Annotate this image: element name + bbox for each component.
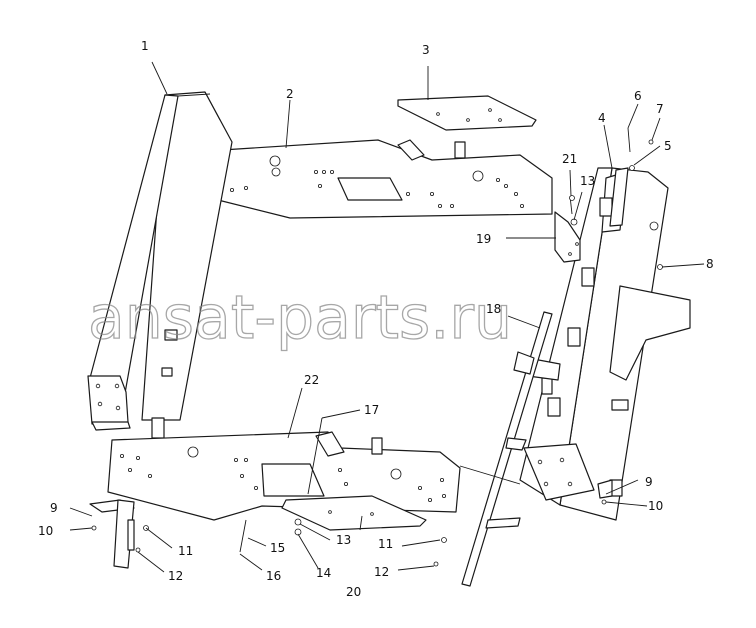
label-2: 2 (286, 87, 294, 101)
label-9-right: 9 (645, 475, 653, 489)
label-11-left: 11 (178, 544, 193, 558)
label-9-left: 9 (50, 501, 58, 515)
label-10-left: 10 (38, 524, 53, 538)
part-20-lower-plate (281, 495, 427, 531)
label-6: 6 (634, 89, 642, 103)
label-8: 8 (706, 257, 714, 271)
part-18-bar (461, 311, 553, 587)
label-11-right: 11 (378, 537, 393, 551)
callout-labels: 1 2 3 4 5 6 7 8 9 9 10 10 11 11 12 12 13… (38, 39, 714, 599)
label-7: 7 (656, 102, 664, 116)
part-1-left-beam (87, 91, 233, 439)
label-10-right: 10 (648, 499, 663, 513)
label-5: 5 (664, 139, 672, 153)
fasteners (91, 127, 663, 567)
leader-lines (69, 61, 705, 573)
label-12-right: 12 (374, 565, 389, 579)
label-20: 20 (346, 585, 361, 599)
part-5-plate (609, 167, 629, 227)
part-2-rear-plate (217, 139, 553, 219)
part-9-left-strip (89, 499, 135, 569)
label-3: 3 (422, 43, 430, 57)
label-13-bottom: 13 (336, 533, 351, 547)
label-19: 19 (476, 232, 491, 246)
part-9-right-strip (597, 479, 613, 499)
label-13-top: 13 (580, 174, 595, 188)
label-12-left: 12 (168, 569, 183, 583)
part-19-bracket (554, 211, 581, 263)
part-3-top-plate (397, 95, 537, 131)
label-21: 21 (562, 152, 577, 166)
label-1: 1 (141, 39, 149, 53)
label-22: 22 (304, 373, 319, 387)
label-15: 15 (270, 541, 285, 555)
part-4-right-beam (519, 167, 691, 521)
watermark-text: ansat-parts.ru (88, 283, 512, 353)
label-17: 17 (364, 403, 379, 417)
label-4: 4 (598, 111, 606, 125)
label-14: 14 (316, 566, 331, 580)
label-16: 16 (266, 569, 281, 583)
label-18: 18 (486, 302, 501, 316)
